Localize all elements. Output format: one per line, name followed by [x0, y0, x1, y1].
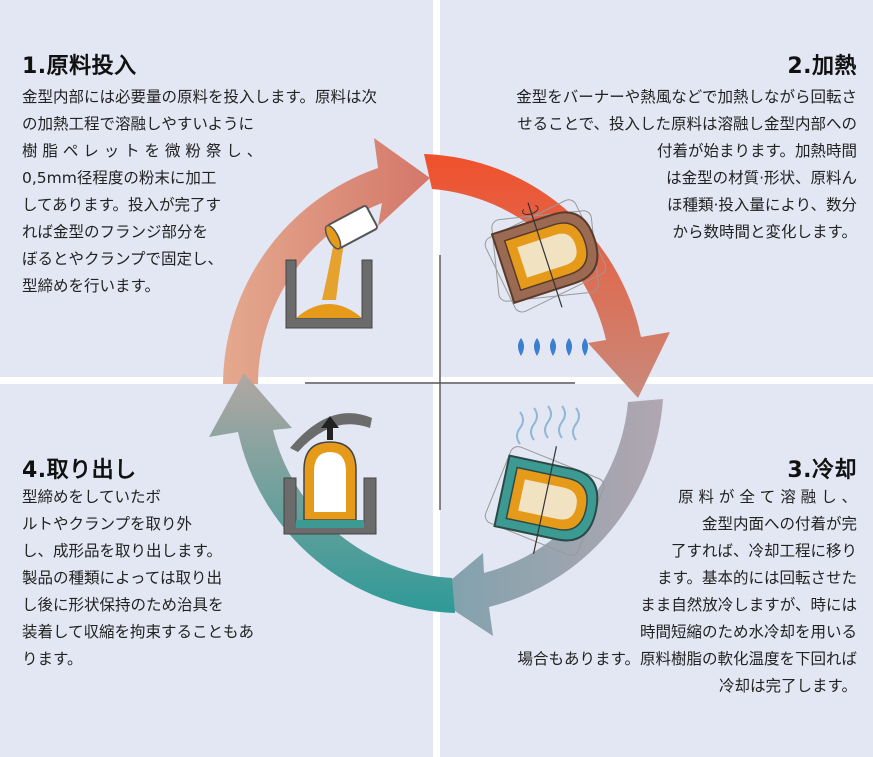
step1-line: 型締めを行います。 — [22, 277, 160, 295]
step1-line: 0,5mm径程度の粉末に加工 — [22, 169, 217, 187]
step4-line: し、成形品を取り出します。 — [22, 542, 222, 560]
step1-line: ぼるとやクランプで固定し、 — [22, 250, 224, 268]
step3-line: 金型内面への付着が完 — [701, 515, 857, 533]
step2-line: ほ種類·投入量により、数分 — [667, 196, 857, 214]
step4-line: 型締めをしていたボ — [22, 488, 162, 506]
step3-line: 了すれば、冷却工程に移り — [670, 542, 857, 560]
step1-line: 樹 脂 ペ レ ッ ト を 微 粉 祭 し 、 — [22, 142, 263, 160]
step3-description: 原 料 が 全 て 溶 融 し 、 金型内面への付着が完 了すれば、冷却工程に移… — [518, 484, 857, 700]
step2-line: 付着が始まります。加熱時間 — [657, 142, 857, 160]
step3-line: 時間短縮のため水冷却を用いる — [639, 623, 857, 641]
step4-line: し後に形状保持のため治具を — [22, 596, 224, 614]
step2-line: は金型の材質·形状、原料ん — [666, 169, 857, 187]
step2-description: 金型をバーナーや熱風などで加熱しながら回転さ せることで、投入した原料は溶融し金… — [516, 84, 857, 246]
step1-line: れば金型のフランジ部分を — [22, 223, 209, 241]
step3-line: 場合もあります。原料樹脂の軟化温度を下回れば — [517, 650, 857, 668]
step2-line: から数時間と変化します。 — [672, 223, 857, 241]
step4-line: ルトやクランプを取り外 — [22, 515, 193, 533]
step2-line: せることで、投入した原料は溶融し金型内部への — [517, 115, 857, 133]
step2-line: 金型をバーナーや熱風などで加熱しながら回転さ — [516, 88, 857, 106]
step4-description: 型締めをしていたボ ルトやクランプを取り外 し、成形品を取り出します。 製品の種… — [22, 484, 254, 673]
step4-line: ります。 — [22, 650, 83, 668]
step3-line: 原 料 が 全 て 溶 融 し 、 — [678, 488, 857, 506]
step1-line: してあります。投入が完了す — [22, 196, 222, 214]
step3-line: 冷却は完了します。 — [719, 677, 857, 695]
step1-description: 金型内部には必要量の原料を投入します。原料は次 の加熱工程で溶融しやすいように … — [22, 84, 377, 300]
step4-line: 製品の種類によっては取り出 — [22, 569, 222, 587]
step4-line: 装着して収縮を拘束することもあ — [22, 623, 255, 641]
step1-line: の加熱工程で溶融しやすいように — [22, 115, 255, 133]
step3-line: まま自然放冷しますが、時には — [640, 596, 857, 614]
step2-title: 2.加熱 — [787, 54, 857, 79]
step4-title: 4.取り出し — [22, 458, 137, 483]
step3-line: ます。基本的には回転させた — [657, 569, 857, 587]
step1-title: 1.原料投入 — [22, 54, 137, 79]
step3-title: 3.冷却 — [787, 458, 857, 483]
step1-line: 金型内部には必要量の原料を投入します。原料は次 — [22, 88, 377, 106]
